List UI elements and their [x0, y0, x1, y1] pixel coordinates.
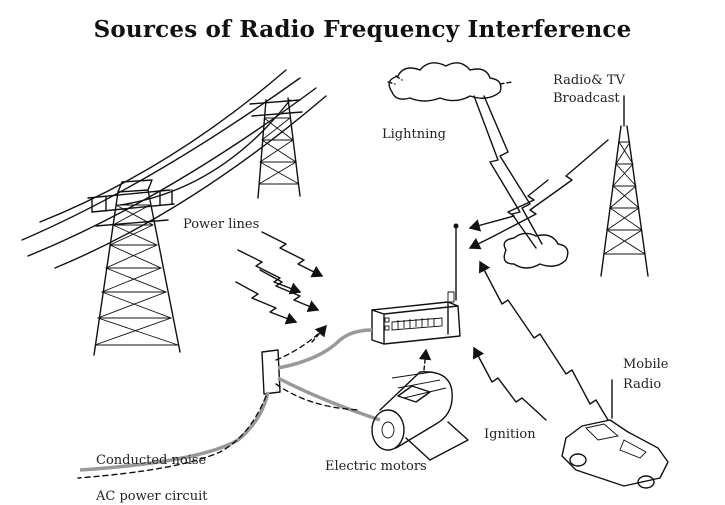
radio-receiver-icon — [371, 223, 461, 345]
ac-power-circuit-label: AC power circuit — [96, 489, 208, 504]
power-cables — [77, 324, 432, 479]
storm-cloud-icon — [387, 62, 513, 102]
conducted-noise-label: Conducted noise — [96, 453, 207, 468]
car-noise-arrows — [473, 260, 609, 421]
radio-tv-label-line-1: Radio& TV — [553, 73, 625, 88]
electric-motors-label: Electric motors — [325, 459, 427, 474]
mobile-radio-label-line-1: Mobile — [623, 357, 669, 372]
power-pylon-icon — [87, 179, 181, 356]
power-lines-label: Power lines — [183, 217, 260, 232]
mobile-radio-label-line-2: Radio — [623, 377, 662, 392]
radio-tv-label-line-2: Broadcast — [553, 91, 620, 106]
electric-motor-icon — [371, 371, 469, 461]
diagram-title: Sources of Radio Frequency Interference — [93, 16, 632, 43]
car-icon — [561, 379, 669, 489]
lightning-bolt-icon — [473, 95, 569, 269]
junction-box-icon — [261, 349, 281, 395]
ignition-label: Ignition — [484, 427, 536, 442]
lightning-label: Lightning — [382, 127, 446, 142]
power-pylon-icon — [249, 97, 303, 199]
broadcast-arrows — [468, 139, 609, 250]
power-line-noise-arrows — [235, 231, 324, 325]
broadcast-tower-icon — [600, 95, 649, 277]
power-line-wires — [21, 69, 327, 269]
